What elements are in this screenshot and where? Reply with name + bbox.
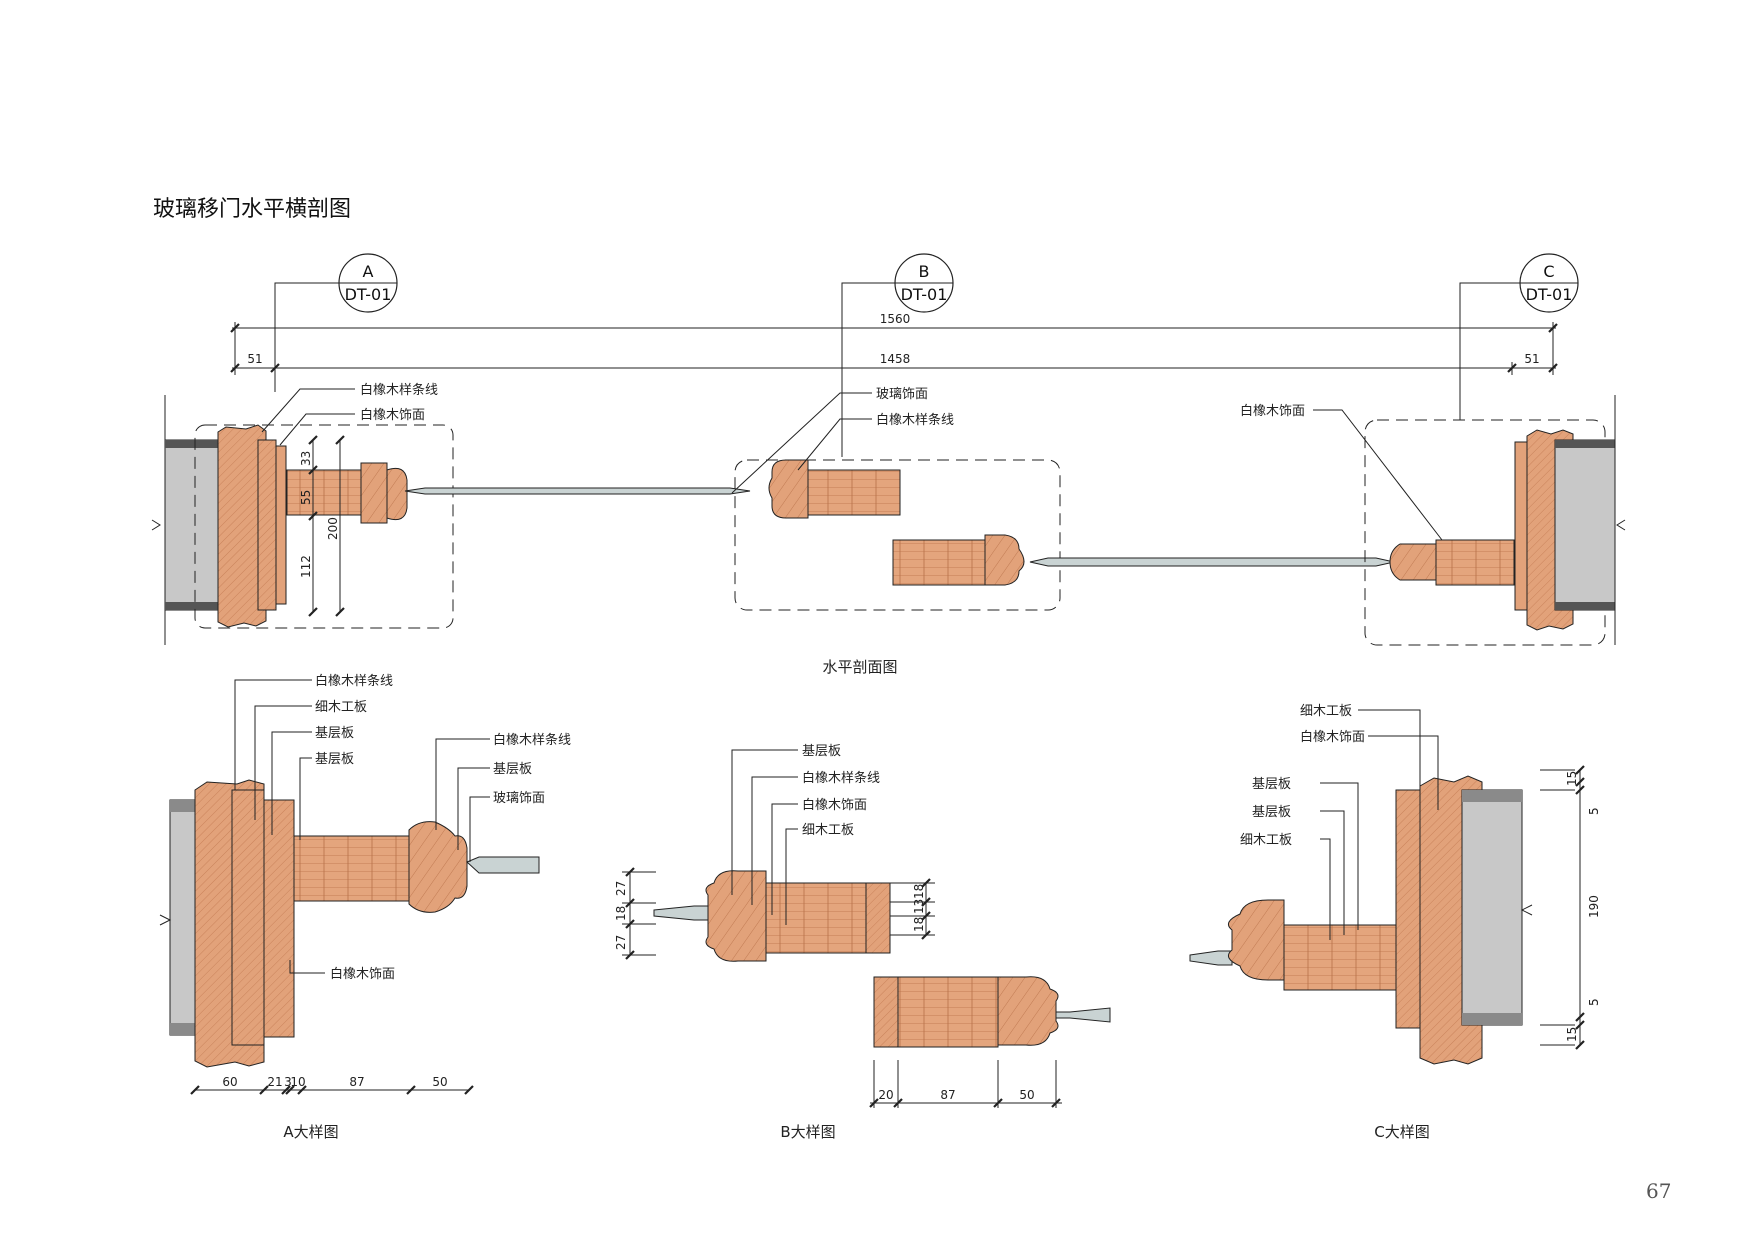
a-label-oak-line-2: 白橡木样条线 (493, 732, 571, 748)
detail-c-caption: C大样图 (1374, 1123, 1429, 1141)
a-dim-50: 50 (432, 1075, 447, 1089)
b-dim-87: 87 (940, 1088, 955, 1102)
a-label-oak-face: 白橡木饰面 (330, 966, 395, 982)
a-label-base-2: 基层板 (315, 752, 354, 767)
c-label-blockboard: 细木工板 (1300, 704, 1352, 719)
detail-b: 基层板 白橡木样条线 白橡木饰面 细木工板 27 18 27 18 13 18 … (614, 744, 1111, 1141)
a-label-oak-line: 白橡木样条线 (315, 673, 393, 689)
b-dim-20: 20 (878, 1088, 893, 1102)
tag-letter: B (919, 262, 930, 281)
left-dim-200: 200 (326, 517, 340, 540)
a-label-base-3: 基层板 (493, 762, 532, 777)
a-dim-60: 60 (222, 1075, 237, 1089)
detail-box-b (734, 459, 1061, 611)
label-glass-mid: 玻璃饰面 (876, 387, 928, 402)
b-dim-50: 50 (1019, 1088, 1034, 1102)
a-dim-87: 87 (349, 1075, 364, 1089)
dim-total: 1560 (880, 312, 911, 326)
label-oak-line-top: 白橡木样条线 (360, 382, 438, 398)
dim-left-offset: 51 (247, 352, 262, 366)
c-label-base-2: 基层板 (1252, 805, 1291, 820)
tag-letter: C (1543, 262, 1554, 281)
tag-sheet: DT-01 (1526, 285, 1573, 304)
detail-c: 细木工板 白橡木饰面 基层板 基层板 细木工板 15 5 190 5 15 C大… (1189, 704, 1601, 1141)
c-dim-5a: 5 (1587, 807, 1601, 815)
b-left-dim-27b: 27 (614, 935, 628, 950)
label-oak-line-mid: 白橡木样条线 (876, 412, 954, 428)
c-dim-15b: 15 (1565, 1027, 1579, 1042)
section-caption: 水平剖面图 (822, 658, 897, 676)
c-label-oak-face: 白橡木饰面 (1300, 729, 1365, 745)
left-dim-112: 112 (299, 555, 313, 578)
b-right-dim-18a: 18 (912, 884, 926, 899)
b-label-blockboard: 细木工板 (802, 823, 854, 838)
a-label-blockboard: 细木工板 (315, 700, 367, 715)
b-left-dim-27a: 27 (614, 881, 628, 896)
dim-right-offset: 51 (1524, 352, 1539, 366)
c-label-base-1: 基层板 (1252, 777, 1291, 792)
left-dim-55: 55 (299, 490, 313, 505)
b-right-dim-13: 13 (912, 899, 926, 914)
a-label-glass: 玻璃饰面 (493, 791, 545, 806)
left-dim-33: 33 (299, 451, 313, 466)
b-label-oak-face: 白橡木饰面 (802, 797, 867, 813)
c-dim-190: 190 (1587, 895, 1601, 918)
b-label-oak-line: 白橡木样条线 (802, 770, 880, 786)
left-jamb (217, 424, 267, 628)
glass-panel-bottom (1029, 557, 1395, 567)
detail-box-c (1364, 419, 1606, 646)
section-tag-c: C DT-01 (1459, 253, 1579, 420)
c-label-blockboard-2: 细木工板 (1240, 833, 1292, 848)
b-label-base: 基层板 (802, 744, 841, 759)
overall-dimensions (230, 322, 1558, 375)
tag-sheet: DT-01 (901, 285, 948, 304)
section-tag-a: A DT-01 (274, 253, 398, 392)
section-view: 33 55 112 200 (151, 382, 1626, 676)
c-dim-5b: 5 (1587, 998, 1601, 1006)
detail-a: 白橡木样条线 细木工板 基层板 基层板 白橡木样条线 基层板 玻璃饰面 白橡木饰… (159, 673, 571, 1141)
page-title: 玻璃移门水平横剖图 (153, 197, 351, 222)
c-dim-15a: 15 (1565, 771, 1579, 786)
label-oak-face-right: 白橡木饰面 (1240, 403, 1305, 419)
a-label-base-1: 基层板 (315, 726, 354, 741)
detail-b-caption: B大样图 (780, 1123, 835, 1141)
a-dim-10: 10 (290, 1075, 305, 1089)
a-dim-21: 21 (267, 1075, 282, 1089)
b-right-dim-18b: 18 (912, 917, 926, 932)
a-dim-3: 3 (284, 1075, 292, 1089)
glass-panel-top (404, 487, 751, 495)
right-wall (1554, 439, 1616, 611)
label-oak-face-top: 白橡木饰面 (360, 407, 425, 423)
tag-sheet: DT-01 (345, 285, 392, 304)
b-left-dim-18: 18 (614, 906, 628, 921)
section-tag-b: B DT-01 (841, 253, 954, 457)
detail-box-a (194, 424, 454, 629)
dim-inner: 1458 (880, 352, 911, 366)
tag-letter: A (363, 262, 374, 281)
detail-a-caption: A大样图 (283, 1123, 338, 1141)
page-number: 67 (1646, 1179, 1671, 1203)
